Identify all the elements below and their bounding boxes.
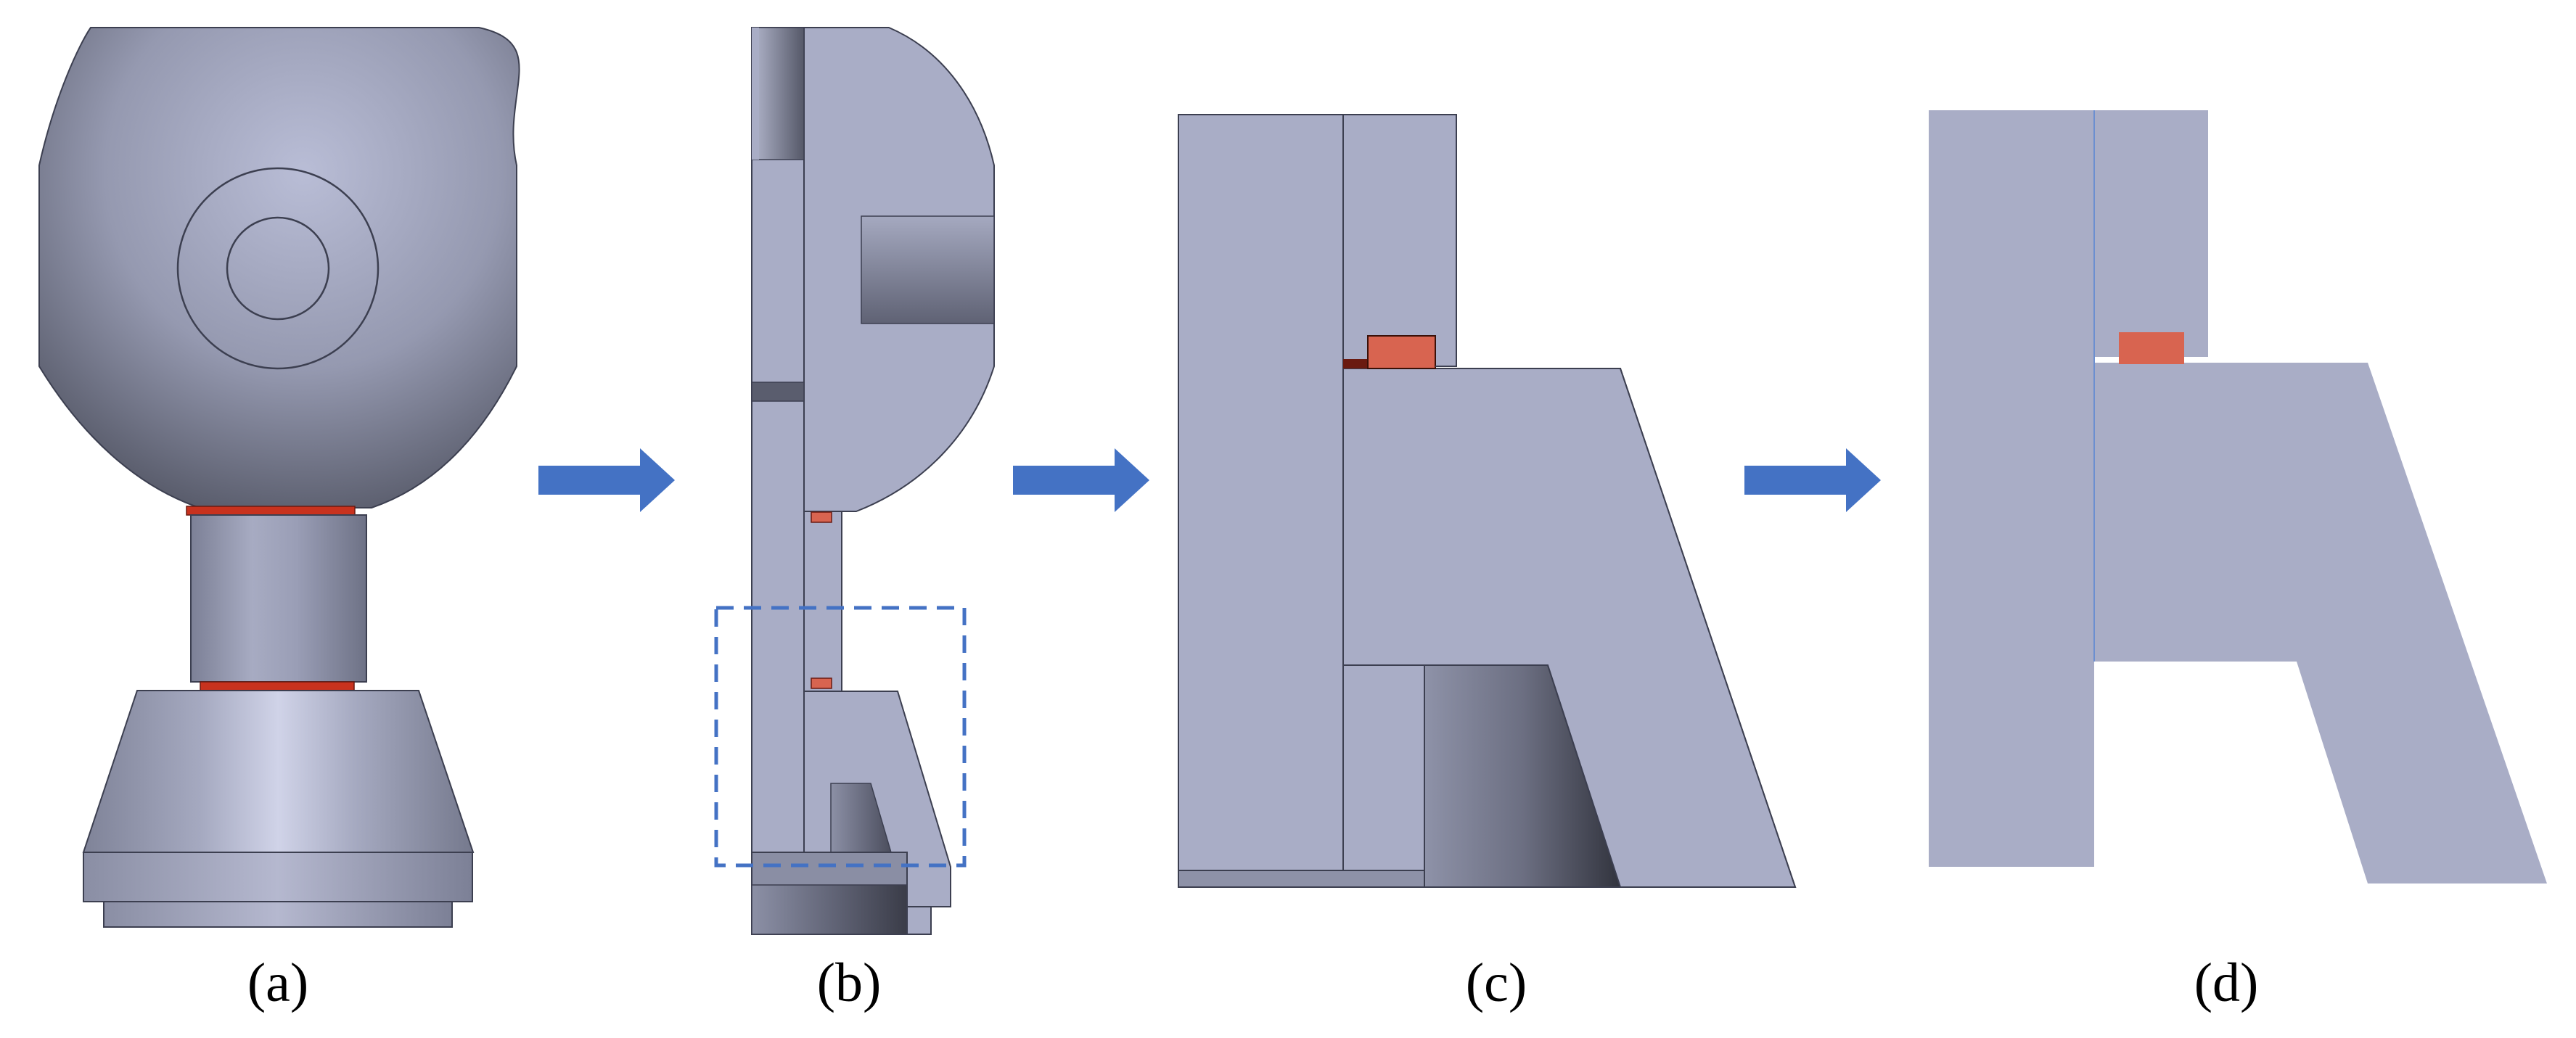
detail-seal-groove [1343,359,1372,368]
section-bottom-shade [751,884,908,935]
detail-cone-face [1342,368,1797,888]
detail-neck [1342,114,1457,367]
neck-cylinder [190,514,367,683]
panel-b-cross-section [714,27,995,935]
base-foot [103,901,453,928]
base-plate [83,852,473,902]
section-foot [906,906,932,935]
caption-d: (d) [2194,952,2259,1013]
top-bore [751,27,805,160]
panel-a-3d-view [38,27,520,928]
top-bore-face [752,28,759,160]
upper-seal-section [811,511,832,523]
lower-seal-ring [200,681,355,691]
right-arrow-icon [538,448,675,512]
model-neck [2094,110,2208,357]
side-hole [861,215,995,324]
section-left-wall [751,27,805,935]
head-outer-ring [176,167,380,370]
conical-base [82,690,475,853]
caption-b: (b) [816,952,882,1013]
zoom-highlight-box [714,606,967,868]
detail-seal [1367,335,1436,369]
model-cone [2094,363,2547,883]
internal-step [751,382,805,402]
panel-c-detail [1178,114,1797,888]
model-seal [2119,332,2184,364]
right-arrow-icon [1013,448,1149,512]
spherical-head [38,27,520,508]
right-arrow-icon [1744,448,1881,512]
caption-a: (a) [247,952,309,1013]
lower-seal-section [811,677,832,689]
detail-bottom-strip [1178,870,1425,888]
head-inner-ring [226,216,330,321]
panel-d-simplified [1929,110,2547,883]
section-neck [803,511,842,693]
caption-c: (c) [1465,952,1527,1013]
upper-seal-ring [186,506,356,516]
model-left-wall [1929,110,2094,867]
detail-left-wall [1178,114,1344,888]
